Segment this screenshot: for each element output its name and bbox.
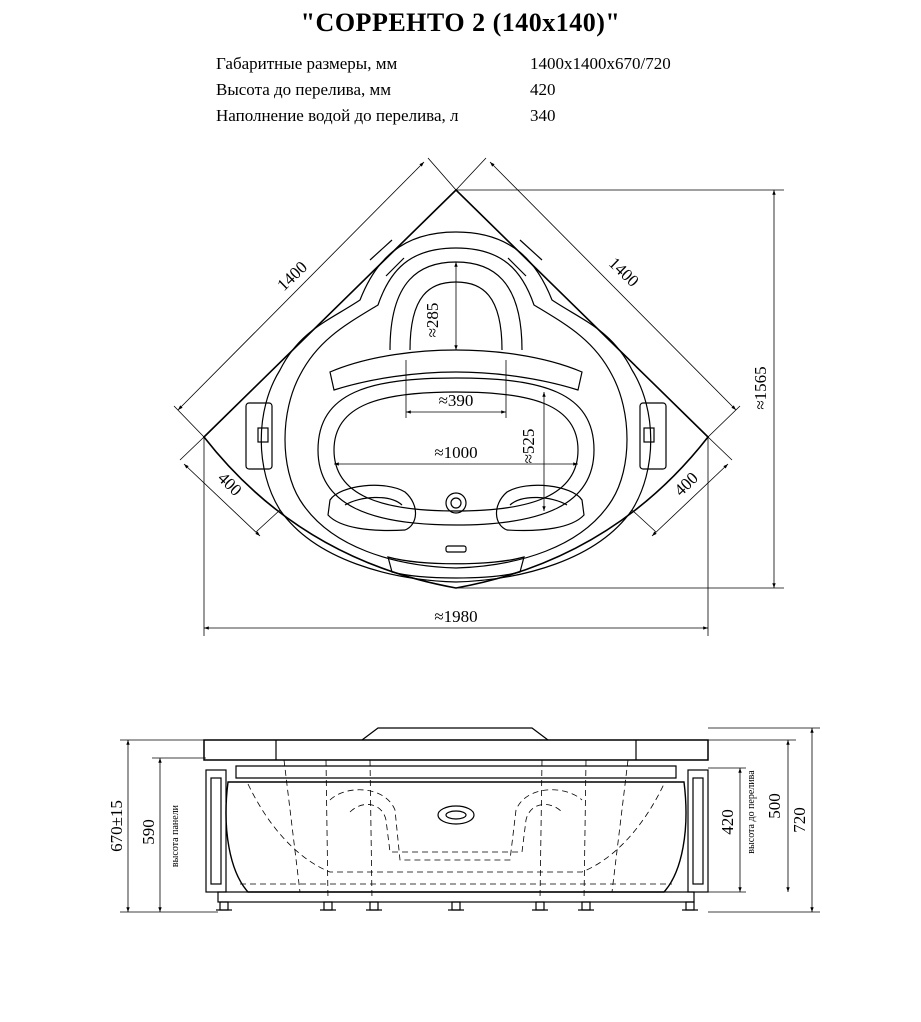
dim-depth-total: ≈1565 (751, 366, 770, 409)
drain-icon (445, 492, 467, 514)
spec-value: 340 (530, 106, 556, 125)
dim-height-total: 720 (790, 807, 809, 833)
dim-overflow-height: 420 (718, 809, 737, 835)
panel-left (205, 769, 227, 893)
dim-width-total: ≈1980 (434, 607, 477, 626)
spec-value: 420 (530, 80, 556, 99)
dim-height-left: 670±15 (107, 800, 126, 852)
panel-right (687, 769, 709, 893)
drawing-title: "СОРРЕНТО 2 (140x140)" (300, 8, 621, 37)
dim-height-mid: 500 (765, 793, 784, 819)
spec-table: Габаритные размеры, мм 1400x1400x670/720… (216, 54, 736, 132)
front-view-dimensions (120, 727, 820, 913)
armrest-left (327, 484, 417, 532)
front-rim (203, 739, 709, 761)
spec-label: Габаритные размеры, мм (216, 54, 398, 73)
dim-headrest-depth: ≈285 (423, 303, 442, 338)
front-view (203, 727, 709, 911)
label-panel-height: высота панели (170, 804, 181, 867)
armrest-right-inner (509, 496, 568, 506)
top-view (202, 188, 710, 589)
dim-inner-length: ≈1000 (434, 443, 477, 462)
bathtub-outline-top (202, 188, 710, 589)
front-legs (216, 901, 698, 911)
armrest-left-inner (344, 496, 403, 506)
front-tub-body (225, 781, 687, 893)
dim-corner-right: 400 (670, 468, 702, 499)
spec-label: Высота до перелива, мм (216, 80, 392, 99)
spec-label: Наполнение водой до перелива, л (216, 106, 459, 125)
spec-row-overflow-height: Высота до перелива, мм 420 (216, 80, 736, 106)
headrest-seat (329, 349, 583, 391)
dim-corner-left: 400 (214, 468, 246, 499)
armrest-right (495, 484, 585, 532)
label-overflow-height: высота до перелива (746, 770, 757, 854)
front-view-dimension-labels: 670±15 590 высота панели 420 высота до п… (107, 770, 809, 867)
front-view-hidden-lines (240, 759, 672, 901)
dim-side-right: 1400 (605, 253, 643, 290)
bathtub-bowl-inner (333, 391, 579, 512)
dim-headrest-width: ≈390 (439, 391, 474, 410)
top-view-dimension-labels: 1400 1400 400 400 ≈1565 ≈1980 ≈1000 ≈390… (214, 253, 770, 626)
overflow-icon (437, 805, 475, 825)
front-headrest (361, 727, 549, 741)
front-frame (217, 891, 695, 903)
spec-value: 1400x1400x670/720 (530, 54, 671, 73)
spec-row-water-volume: Наполнение водой до перелива, л 340 (216, 106, 736, 132)
top-view-dimensions (173, 157, 784, 636)
dim-panel-height: 590 (139, 819, 158, 845)
dim-bowl-depth: ≈525 (519, 429, 538, 464)
dim-side-left: 1400 (273, 257, 311, 294)
spec-row-dimensions: Габаритные размеры, мм 1400x1400x670/720 (216, 54, 736, 80)
front-handle (387, 556, 525, 579)
